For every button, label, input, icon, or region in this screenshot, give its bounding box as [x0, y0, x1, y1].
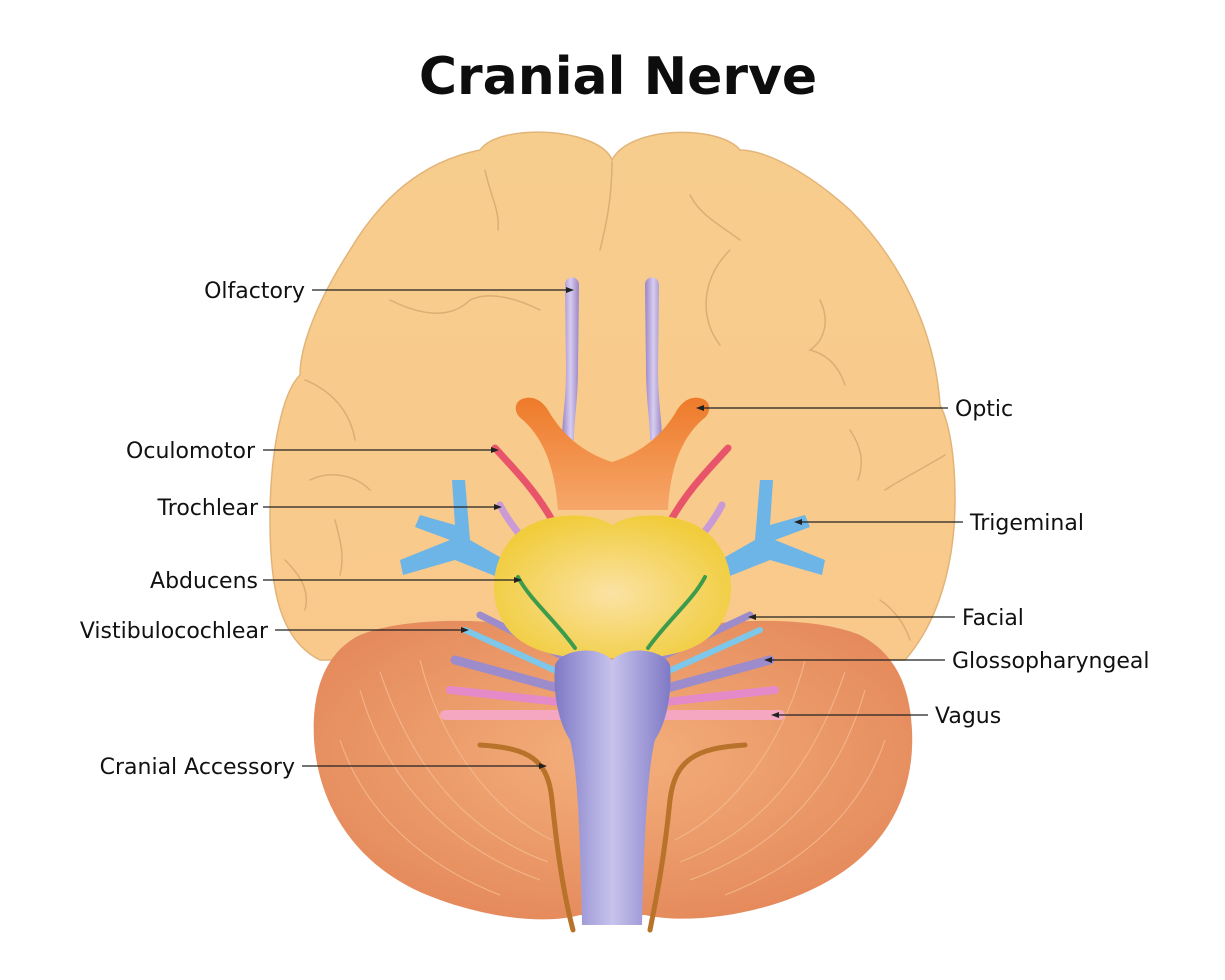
label-olfactory: Olfactory — [204, 279, 305, 304]
leader-lines — [263, 287, 963, 769]
nerve-labels: Olfactory Optic Oculomotor Trochlear Tri… — [80, 279, 1150, 780]
cranial-accessory-nerve-left — [477, 742, 576, 933]
pons — [493, 515, 732, 659]
olfactory-nerve-right — [645, 277, 662, 440]
label-abducens: Abducens — [150, 569, 258, 594]
brainstem — [554, 650, 671, 925]
oculomotor-nerve-left — [491, 444, 556, 524]
label-glossopharyngeal: Glossopharyngeal — [952, 649, 1150, 674]
label-cranial-accessory: Cranial Accessory — [100, 755, 295, 780]
label-trochlear: Trochlear — [157, 496, 259, 521]
page-title: Cranial Nerve — [419, 47, 817, 107]
label-optic: Optic — [955, 397, 1013, 422]
oculomotor-nerve-right — [667, 444, 732, 524]
label-trigeminal: Trigeminal — [969, 511, 1084, 536]
label-vestibulocochlear: Vistibulocochlear — [80, 619, 269, 644]
trigeminal-nerve-right — [720, 480, 825, 578]
lower-nerves — [440, 611, 785, 720]
cerebellum-folia — [339, 659, 886, 896]
label-vagus: Vagus — [935, 704, 1001, 729]
label-facial: Facial — [962, 606, 1024, 631]
olfactory-nerve-left — [562, 277, 579, 440]
cranial-accessory-nerve-right — [647, 742, 748, 933]
label-oculomotor: Oculomotor — [126, 439, 256, 464]
cerebrum-gyri — [284, 161, 946, 641]
trigeminal-nerve-left — [400, 480, 505, 578]
optic-chiasm — [515, 397, 710, 510]
abducens-nerve-right — [646, 575, 707, 650]
abducens-nerve-left — [516, 575, 577, 650]
